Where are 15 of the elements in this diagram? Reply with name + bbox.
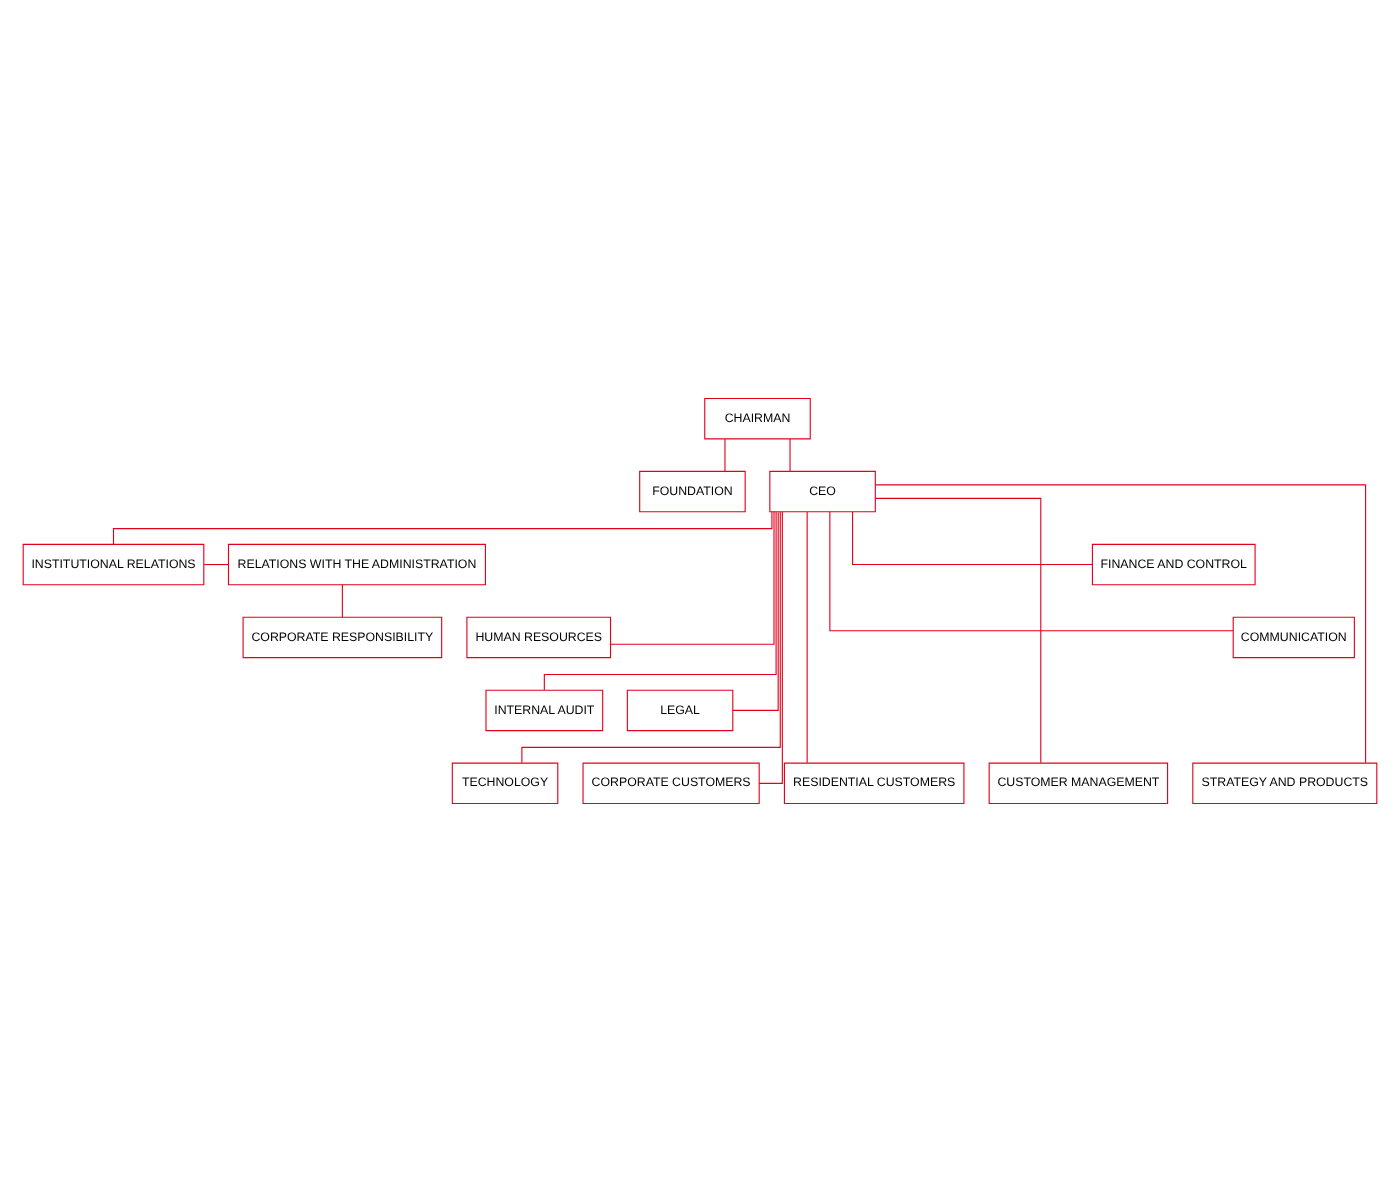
connector [341,584,343,618]
connector [758,511,783,784]
connector [543,511,777,691]
connector [521,511,781,764]
connector [732,511,779,711]
connector [724,438,726,472]
connector [852,511,1093,566]
connector [203,564,229,566]
connector [610,511,775,645]
connector [875,484,1367,764]
connector [874,497,1042,764]
connector [789,438,791,472]
connector [806,511,808,764]
connector [829,511,1234,632]
connector [112,511,773,545]
